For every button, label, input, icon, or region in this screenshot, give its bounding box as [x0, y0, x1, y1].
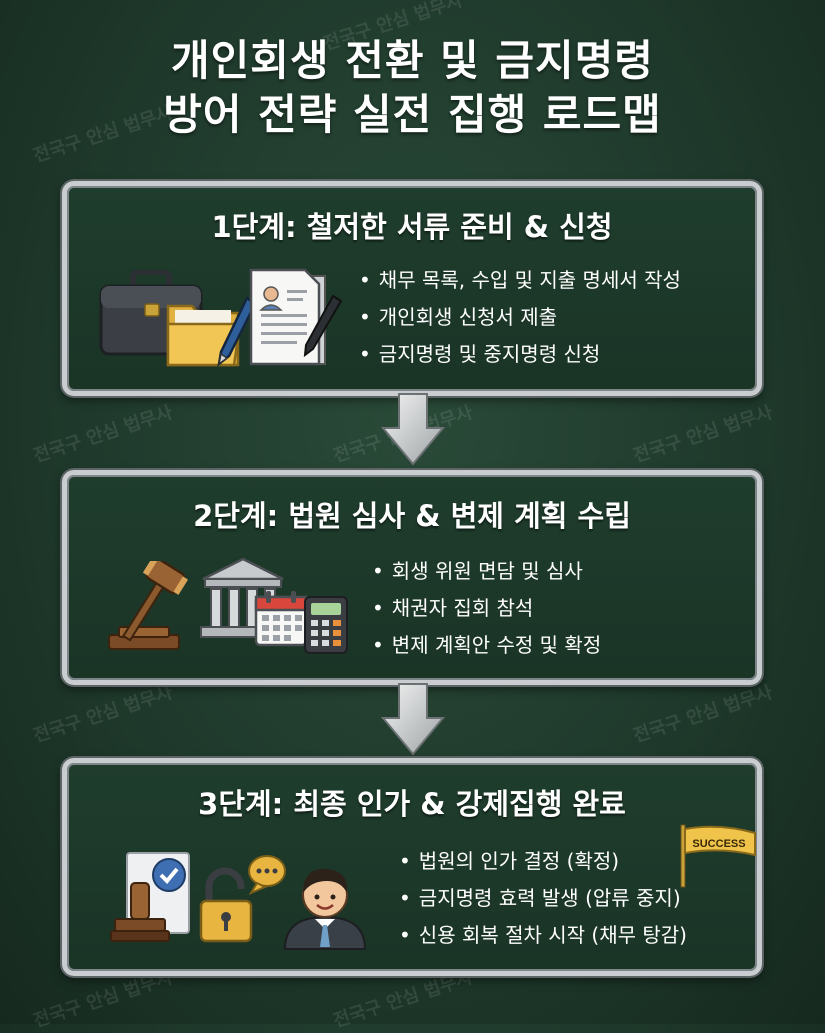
- step-1-title: 1단계: 철저한 서류 준비 & 신청: [211, 210, 613, 244]
- watermark: 전국구 안심 법무사: [630, 402, 776, 467]
- calculator-icon: [304, 596, 348, 654]
- step-2-bullets: 회생 위원 면담 및 심사 채권자 집회 참석 변제 계획안 수정 및 확정: [372, 553, 601, 664]
- step-1-card: 1단계: 철저한 서류 준비 & 신청 채무 목록, 수입 및 지출 명세서 작…: [62, 181, 762, 396]
- list-item: 회생 위원 면담 및 심사: [372, 553, 601, 590]
- calendar-icon: [254, 591, 308, 647]
- unlocked-padlock-icon: [199, 867, 253, 943]
- watermark: 전국구 안심 법무사: [30, 682, 176, 747]
- page-title-line1: 개인회생 전환 및 금지명령: [171, 36, 654, 85]
- list-item: 신용 회복 절차 시작 (채무 탕감): [399, 917, 687, 954]
- page-title: 개인회생 전환 및 금지명령 방어 전략 실전 집행 로드맵: [0, 34, 825, 142]
- step-2-title: 2단계: 법원 심사 & 변제 계획 수립: [193, 499, 631, 533]
- step-3-title: 3단계: 최종 인가 & 강제집행 완료: [198, 787, 626, 821]
- step-3-bullets: 법원의 인가 결정 (확정) 금지명령 효력 발생 (압류 중지) 신용 회복 …: [399, 843, 687, 954]
- list-item: 채권자 집회 참석: [372, 590, 601, 627]
- list-item: 법원의 인가 결정 (확정): [399, 843, 687, 880]
- person-icon: [248, 855, 367, 950]
- success-flag-label: SUCCESS: [692, 838, 745, 850]
- watermark: 전국구 안심 법무사: [30, 402, 176, 467]
- down-arrow-icon: [381, 393, 445, 466]
- page-title-line2: 방어 전략 실전 집행 로드맵: [163, 90, 662, 139]
- down-arrow-icon: [381, 683, 445, 756]
- success-flag-icon: SUCCESS: [680, 824, 756, 888]
- list-item: 개인회생 신청서 제출: [359, 299, 681, 336]
- document-icon: [249, 268, 343, 366]
- list-item: 금지명령 및 중지명령 신청: [359, 336, 681, 373]
- stamp-icon: [110, 852, 190, 942]
- list-item: 변제 계획안 수정 및 확정: [372, 627, 601, 664]
- list-item: 금지명령 효력 발생 (압류 중지): [399, 880, 687, 917]
- step-1-bullets: 채무 목록, 수입 및 지출 명세서 작성 개인회생 신청서 제출 금지명령 및…: [359, 262, 681, 373]
- watermark: 전국구 안심 법무사: [630, 682, 776, 747]
- step-3-card: 3단계: 최종 인가 & 강제집행 완료 SUCCESS 법원의 인가 결정 (…: [62, 758, 762, 976]
- step-2-card: 2단계: 법원 심사 & 변제 계획 수립: [62, 470, 762, 685]
- list-item: 채무 목록, 수입 및 지출 명세서 작성: [359, 262, 681, 299]
- gavel-icon: [108, 561, 189, 650]
